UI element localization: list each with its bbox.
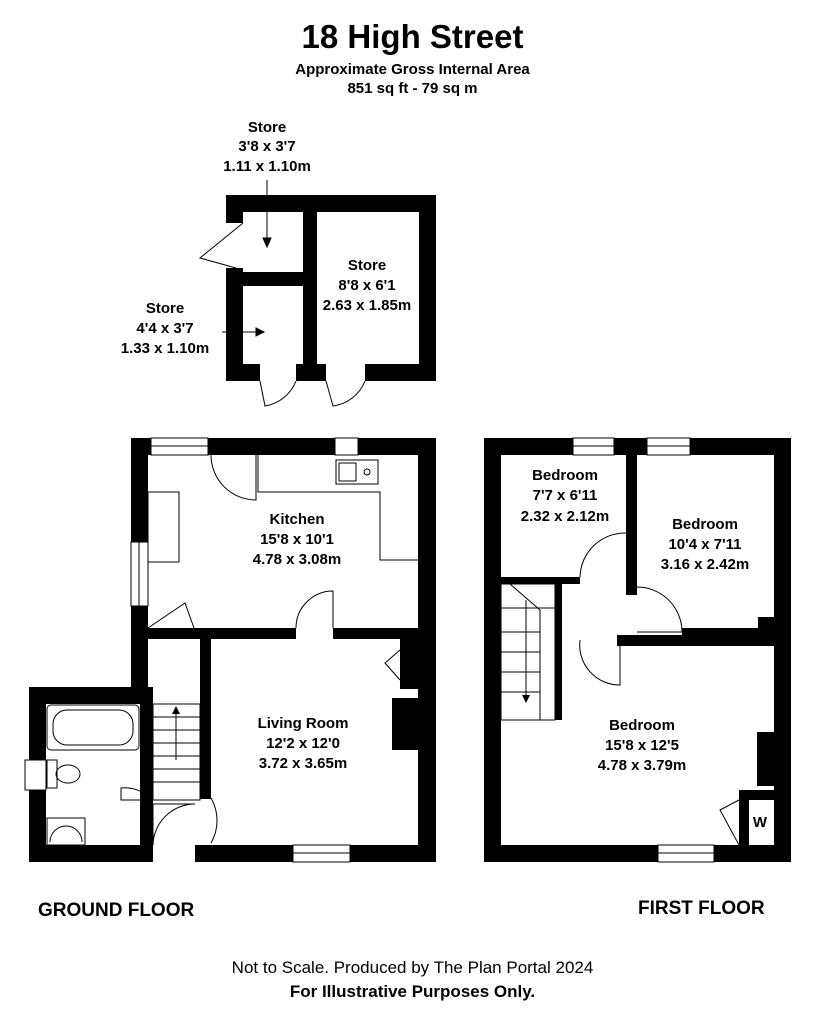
svg-text:3.72 x 3.65m: 3.72 x 3.65m xyxy=(259,755,347,772)
svg-text:2.32 x 2.12m: 2.32 x 2.12m xyxy=(521,508,609,525)
svg-text:1.33 x 1.10m: 1.33 x 1.10m xyxy=(121,340,209,357)
svg-text:Living Room: Living Room xyxy=(258,715,349,732)
plan-title: 18 High Street xyxy=(301,18,524,55)
room-label-living-room: Living Room 12'2 x 12'0 3.72 x 3.65m xyxy=(258,715,349,772)
stores-doors xyxy=(198,222,366,407)
room-label-kitchen: Kitchen 15'8 x 10'1 4.78 x 3.08m xyxy=(253,511,341,568)
svg-text:15'8 x 10'1: 15'8 x 10'1 xyxy=(260,531,334,548)
svg-text:3'8 x 3'7: 3'8 x 3'7 xyxy=(238,138,295,155)
svg-text:Bedroom: Bedroom xyxy=(672,516,738,533)
footer-produced-by: Not to Scale. Produced by The Plan Porta… xyxy=(231,958,594,977)
room-label-store-top: Store 3'8 x 3'7 1.11 x 1.10m xyxy=(223,119,311,175)
svg-text:Kitchen: Kitchen xyxy=(269,511,324,528)
room-label-store-right: Store 8'8 x 6'1 2.63 x 1.85m xyxy=(323,257,411,314)
svg-text:4.78 x 3.79m: 4.78 x 3.79m xyxy=(598,757,686,774)
svg-text:4'4 x 3'7: 4'4 x 3'7 xyxy=(136,320,193,337)
stair-arrow-head xyxy=(172,706,180,714)
first-floor-walls xyxy=(484,438,791,862)
wardrobe-label-ground: W xyxy=(402,658,417,675)
ground-floor-fixtures xyxy=(46,454,418,846)
svg-text:3.16 x 2.42m: 3.16 x 2.42m xyxy=(661,556,749,573)
first-floor-fixtures xyxy=(500,532,740,846)
svg-text:Store: Store xyxy=(248,119,286,136)
stores-walls xyxy=(226,195,436,381)
stores-arrows xyxy=(222,180,272,337)
room-label-bedroom-mid: Bedroom 10'4 x 7'11 3.16 x 2.42m xyxy=(661,516,749,573)
svg-text:2.63 x 1.85m: 2.63 x 1.85m xyxy=(323,297,411,314)
ground-floor-windows xyxy=(24,437,359,863)
svg-text:15'8 x 12'5: 15'8 x 12'5 xyxy=(605,737,679,754)
stair-arrow-head-first xyxy=(522,695,530,703)
room-label-bedroom-main: Bedroom 15'8 x 12'5 4.78 x 3.79m xyxy=(598,717,686,774)
room-label-store-left: Store 4'4 x 3'7 1.33 x 1.10m xyxy=(121,300,209,357)
svg-text:10'4 x 7'11: 10'4 x 7'11 xyxy=(668,536,741,553)
svg-text:12'2 x 12'0: 12'2 x 12'0 xyxy=(266,735,340,752)
room-label-bedroom-small: Bedroom 7'7 x 6'11 2.32 x 2.12m xyxy=(521,467,609,525)
svg-text:7'7 x 6'11: 7'7 x 6'11 xyxy=(533,487,598,504)
svg-text:Store: Store xyxy=(146,300,184,317)
first-floor-label: FIRST FLOOR xyxy=(638,898,765,919)
area-subtitle: Approximate Gross Internal Area xyxy=(295,61,530,78)
svg-text:4.78 x 3.08m: 4.78 x 3.08m xyxy=(253,551,341,568)
ground-floor-walls xyxy=(29,438,436,862)
svg-text:Bedroom: Bedroom xyxy=(609,717,675,734)
ground-floor-label: GROUND FLOOR xyxy=(38,900,195,921)
footer-disclaimer: For Illustrative Purposes Only. xyxy=(289,982,536,1001)
svg-text:1.11 x 1.10m: 1.11 x 1.10m xyxy=(223,158,311,175)
wardrobe-label-first: W xyxy=(753,814,768,831)
svg-text:Store: Store xyxy=(348,257,386,274)
area-value: 851 sq ft - 79 sq m xyxy=(347,80,478,97)
first-floor-windows xyxy=(572,437,715,863)
svg-text:8'8 x 6'1: 8'8 x 6'1 xyxy=(338,277,395,294)
svg-text:Bedroom: Bedroom xyxy=(532,467,598,484)
